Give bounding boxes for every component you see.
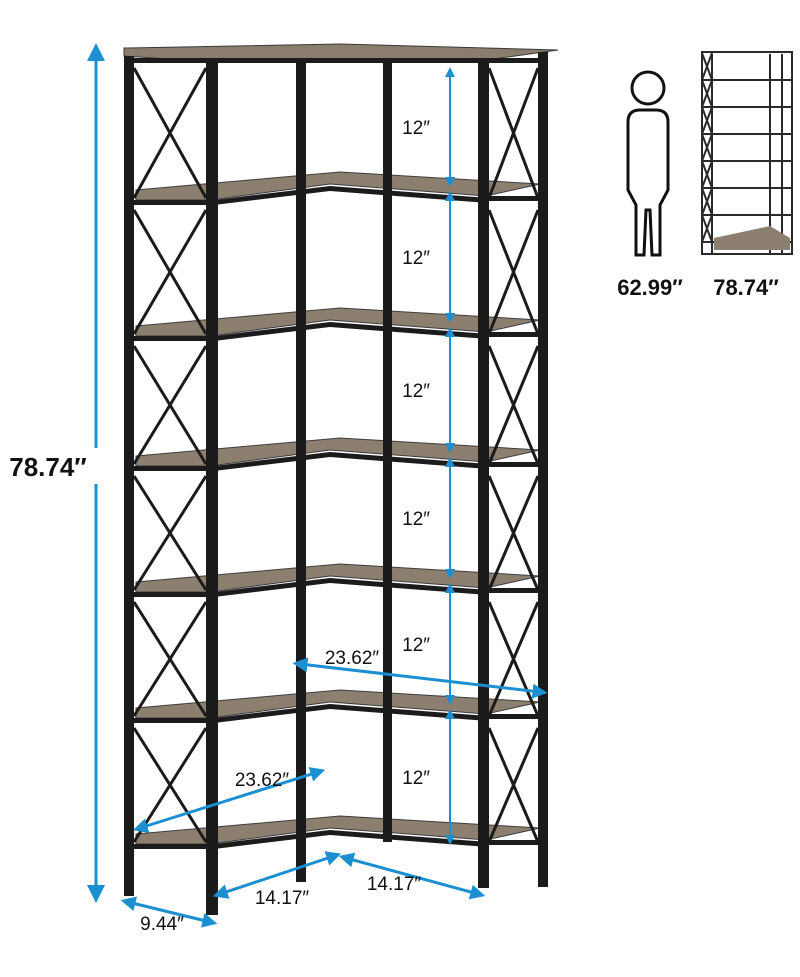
- mini-brace: [701, 133, 713, 162]
- person-icon: [626, 70, 670, 257]
- side-depth-line: [120, 896, 218, 928]
- bottom-left-width-label: 14.17″: [255, 888, 310, 909]
- cross-brace: [487, 475, 540, 591]
- frame-rail: [126, 592, 216, 597]
- person-height-label: 62.99″: [617, 275, 683, 300]
- frame-rail: [486, 332, 546, 337]
- frame-rail: [124, 58, 548, 63]
- shelf-spacing-label: 12″: [402, 381, 430, 402]
- frame-rail: [214, 578, 330, 597]
- cross-brace: [132, 209, 208, 335]
- cross-brace: [487, 727, 540, 843]
- corner-bookshelf: [123, 43, 559, 915]
- cross-brace: [487, 209, 540, 335]
- shelf-height-label: 78.74″: [713, 275, 779, 300]
- mini-brace: [701, 214, 713, 243]
- mini-brace: [701, 187, 713, 216]
- frame-rail: [486, 588, 546, 593]
- mini-brace: [701, 79, 713, 108]
- frame-rail: [126, 336, 216, 341]
- frame-posts: [124, 52, 548, 915]
- mini-brace: [701, 52, 713, 81]
- frame-rail: [486, 462, 546, 467]
- shelf-spacing-label: 12″: [402, 635, 430, 656]
- frame-rail: [486, 196, 546, 201]
- frame-rail: [214, 452, 330, 471]
- mini-bottom-board: [714, 226, 790, 250]
- shelf-spacing-label: 12″: [402, 509, 430, 530]
- frame-rail: [214, 830, 330, 849]
- bottom-right-width-label: 14.17″: [367, 874, 422, 895]
- shelf-spacing-label: 12″: [402, 768, 430, 789]
- frame-rail: [126, 466, 216, 471]
- side-depth-label: 9.44″: [140, 914, 184, 935]
- dimension-annotations: 78.74″ 12″12″12″12″12″12″ 23.62″ 23.62″ …: [0, 43, 548, 935]
- bottom-left-width-line: [212, 851, 342, 899]
- bottom-right-width-line: [338, 852, 486, 900]
- cross-brace: [132, 601, 208, 717]
- frame-rail: [486, 714, 546, 719]
- cross-brace: [132, 67, 208, 199]
- frame-rail: [126, 844, 216, 849]
- mini-shelf-icon: [701, 51, 793, 255]
- diagonal-lower-label: 23.62″: [235, 770, 290, 791]
- frame-rail: [214, 322, 330, 341]
- frame-rail: [214, 704, 330, 723]
- cross-brace: [132, 475, 208, 591]
- shelf-spacing-label: 12″: [402, 118, 430, 139]
- diagonal-upper-line: [292, 657, 548, 699]
- overall-height-label: 78.74″: [9, 452, 87, 482]
- mini-brace: [701, 106, 713, 135]
- frame-rail: [486, 840, 546, 845]
- diagonal-lower-line: [132, 767, 326, 833]
- diagonal-upper-label: 23.62″: [325, 648, 380, 669]
- scale-comparison: 62.99″ 78.74″: [617, 51, 793, 300]
- cross-brace: [487, 67, 540, 199]
- cross-brace: [132, 345, 208, 465]
- frame-rail: [214, 186, 330, 205]
- shelf-spacing-label: 12″: [402, 248, 430, 269]
- mini-brace: [701, 160, 713, 189]
- shelf-spacing-annotations: 12″ 12″ 12″ 12″ 12″ 12″: [402, 67, 455, 845]
- frame-rail: [126, 718, 216, 723]
- cross-brace: [487, 345, 540, 465]
- frame-rail: [126, 200, 216, 205]
